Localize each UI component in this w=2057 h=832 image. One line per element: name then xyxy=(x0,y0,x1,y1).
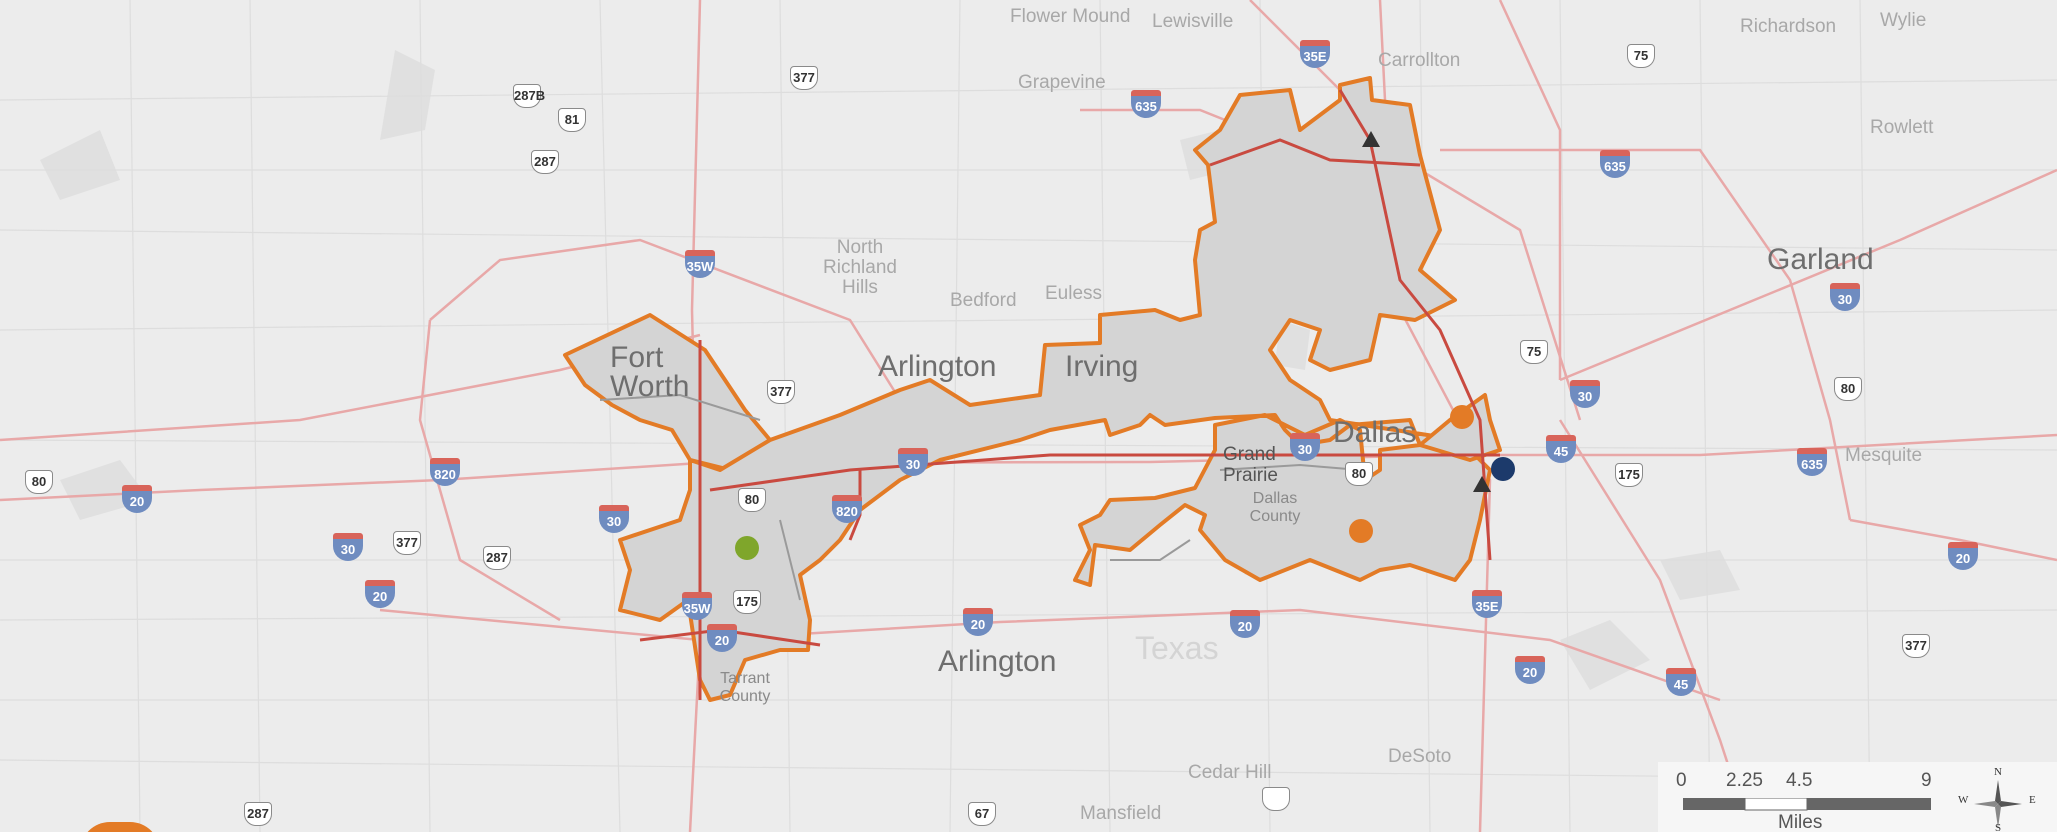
interstate-shield: 45 xyxy=(1546,435,1576,463)
interstate-shield: 30 xyxy=(1830,283,1860,311)
place-cedar-hill: Cedar Hill xyxy=(1188,762,1272,783)
marker-black-triangle[interactable] xyxy=(1473,476,1491,492)
route-shield: 75 xyxy=(1627,44,1655,68)
scale-tick-0: 0 xyxy=(1676,770,1687,791)
interstate-shield: 20 xyxy=(1230,610,1260,638)
marker-green-circle[interactable] xyxy=(735,536,759,560)
route-shield: 175 xyxy=(733,590,761,614)
route-shield: 377 xyxy=(790,66,818,90)
place-wylie: Wylie xyxy=(1880,10,1927,31)
interstate-shield: 30 xyxy=(333,533,363,561)
route-shield: 81 xyxy=(558,108,586,132)
place-flower-mound: Flower Mound xyxy=(1010,6,1131,27)
compass-w: W xyxy=(1958,794,1969,806)
county-dallas: Dallas County xyxy=(1249,490,1301,525)
place-grapevine: Grapevine xyxy=(1018,72,1106,93)
place-mansfield: Mansfield xyxy=(1080,803,1162,824)
marker-black-triangle[interactable] xyxy=(1362,131,1380,147)
interstate-shield: 35E xyxy=(1472,590,1502,618)
interstate-shield: 35W xyxy=(682,592,712,620)
county-tarrant: Tarrant County xyxy=(719,670,771,705)
city-fort-worth: Fort Worth xyxy=(610,341,690,403)
interstate-shield: 820 xyxy=(832,495,862,523)
marker-orange-circle[interactable] xyxy=(1349,519,1373,543)
interstate-shield: 30 xyxy=(599,505,629,533)
interstate-shield: 30 xyxy=(898,448,928,476)
route-shield: 377 xyxy=(393,531,421,555)
route-shield: 80 xyxy=(738,488,766,512)
city-garland: Garland xyxy=(1767,243,1874,276)
interstate-shield: 635 xyxy=(1131,90,1161,118)
marker-orange-circle[interactable] xyxy=(1450,405,1474,429)
route-shield: 67 xyxy=(968,802,996,826)
place-rowlett: Rowlett xyxy=(1870,117,1934,138)
place-carrollton: Carrollton xyxy=(1378,50,1461,71)
route-shield: 287 xyxy=(483,546,511,570)
place-euless: Euless xyxy=(1045,283,1103,304)
marker-navy-circle[interactable] xyxy=(1491,457,1515,481)
route-shield xyxy=(1262,787,1290,811)
route-shield: 287 xyxy=(244,802,272,826)
route-shield: 287B xyxy=(513,84,545,108)
compass-s: S xyxy=(1995,822,2002,832)
scale-bar-panel: 0 2.25 4.5 9 Miles N S E W xyxy=(1658,762,2057,832)
compass-e: E xyxy=(2029,794,2036,806)
city-dallas: Dallas xyxy=(1333,416,1417,449)
scale-tick-2-25: 2.25 xyxy=(1726,770,1763,791)
place-lewisville: Lewisville xyxy=(1152,11,1234,32)
place-desoto: DeSoto xyxy=(1388,746,1452,767)
scale-bar xyxy=(1683,798,1931,811)
route-shield: 377 xyxy=(1902,634,1930,658)
service-area-boundary xyxy=(563,76,1502,702)
place-richardson: Richardson xyxy=(1740,16,1837,37)
city-grand-prairie: Grand Prairie xyxy=(1223,444,1278,486)
interstate-shield: 30 xyxy=(1290,433,1320,461)
interstate-shield: 20 xyxy=(365,580,395,608)
place-mesquite: Mesquite xyxy=(1845,445,1923,466)
compass-n: N xyxy=(1994,766,2002,778)
interstate-shield: 30 xyxy=(1570,380,1600,408)
scale-unit: Miles xyxy=(1778,812,1823,832)
interstate-shield: 35E xyxy=(1300,40,1330,68)
city-arlington-south: Arlington xyxy=(938,645,1057,678)
interstate-shield: 20 xyxy=(707,624,737,652)
route-shield: 175 xyxy=(1615,463,1643,487)
scale-tick-4-5: 4.5 xyxy=(1786,770,1813,791)
interstate-shield: 35W xyxy=(685,250,715,278)
scale-tick-9: 9 xyxy=(1921,770,1932,791)
interstates xyxy=(639,89,1500,700)
route-shield: 80 xyxy=(1345,462,1373,486)
place-bedford: Bedford xyxy=(950,290,1017,311)
interstate-shield: 45 xyxy=(1666,668,1696,696)
route-shield: 80 xyxy=(1834,377,1862,401)
place-north-richland-hills: North Richland Hills xyxy=(823,237,897,298)
interstate-shield: 635 xyxy=(1600,150,1630,178)
interstate-shield: 20 xyxy=(1948,542,1978,570)
local-highways xyxy=(599,393,1361,601)
interstate-shield: 820 xyxy=(430,458,460,486)
route-shield: 75 xyxy=(1520,340,1548,364)
interstate-shield: 20 xyxy=(1515,656,1545,684)
route-shield: 80 xyxy=(25,470,53,494)
interstate-shield: 635 xyxy=(1797,448,1827,476)
interstate-shield: 20 xyxy=(122,485,152,513)
route-shield: 377 xyxy=(767,380,795,404)
city-irving: Irving xyxy=(1065,350,1139,383)
compass-rose-icon xyxy=(1974,780,2022,828)
interstate-shield: 20 xyxy=(963,608,993,636)
state-texas: Texas xyxy=(1135,630,1219,666)
legend-partial-circle xyxy=(80,822,160,832)
city-arlington: Arlington xyxy=(878,350,997,383)
route-shield: 287 xyxy=(531,150,559,174)
